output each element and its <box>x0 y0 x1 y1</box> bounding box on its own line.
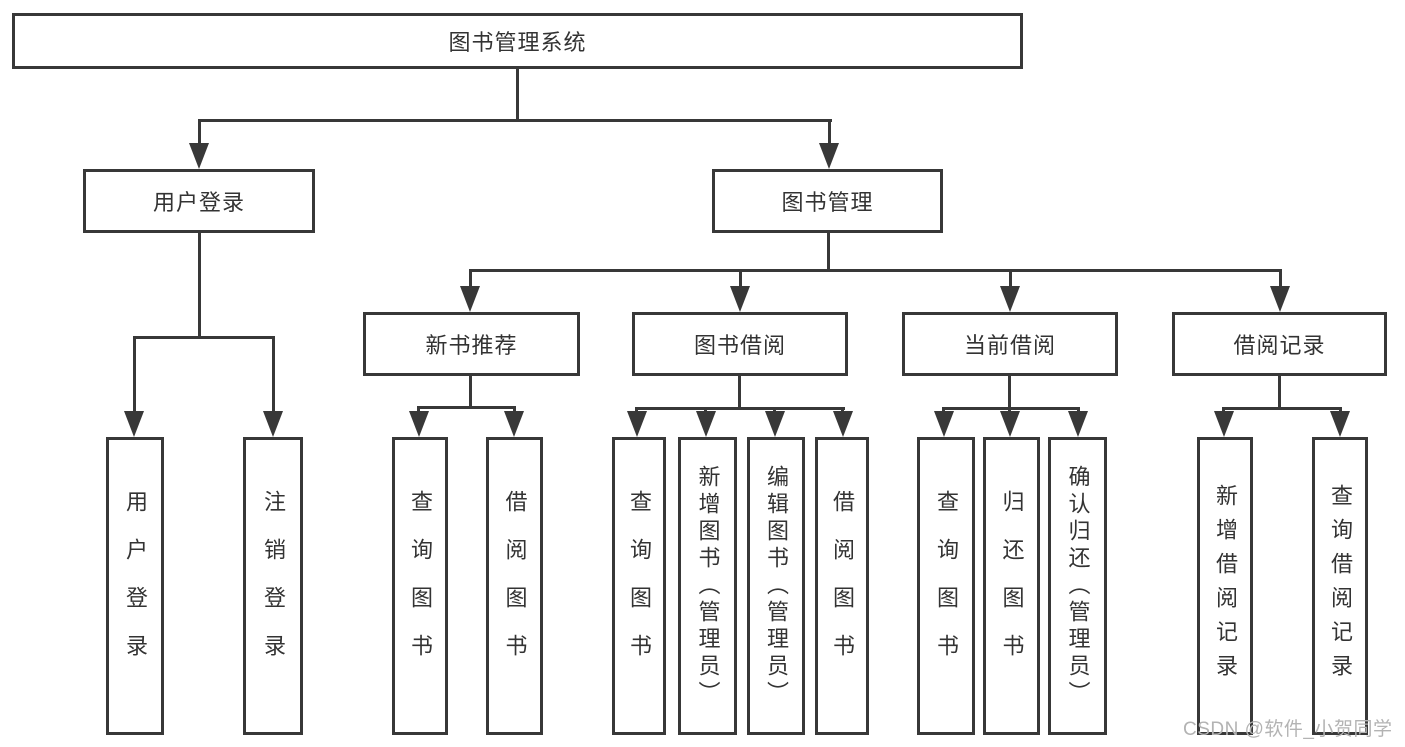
arrowhead-down <box>730 286 750 312</box>
leaf-label: 查询图书 <box>408 490 433 682</box>
arrowhead-down <box>819 143 839 169</box>
node-system-root: 图书管理系统 <box>12 13 1023 69</box>
connector-line <box>469 269 1282 272</box>
arrowhead-down <box>263 411 283 437</box>
connector-line <box>417 406 420 415</box>
connector-line <box>272 336 275 413</box>
arrowhead-down <box>1068 411 1088 437</box>
connector-line <box>828 119 831 149</box>
arrowhead-down <box>696 411 716 437</box>
leaf-label: 新增借阅记录 <box>1213 484 1238 688</box>
connector-line <box>1278 376 1281 410</box>
leaf-query-books-current: 查询图书 <box>917 437 975 735</box>
leaf-query-books-recommend: 查询图书 <box>392 437 448 735</box>
leaf-label: 新增图书（管理员） <box>695 464 721 708</box>
arrowhead-down <box>189 143 209 169</box>
leaf-query-borrow-record: 查询借阅记录 <box>1312 437 1368 735</box>
node-book-borrowing: 图书借阅 <box>632 312 848 376</box>
connector-line <box>133 336 275 339</box>
connector-line <box>739 269 742 289</box>
leaf-label: 借阅图书 <box>502 490 528 682</box>
leaf-return-books: 归还图书 <box>983 437 1040 735</box>
leaf-borrow-books-borrow: 借阅图书 <box>815 437 869 735</box>
node-borrowing-records: 借阅记录 <box>1172 312 1387 376</box>
leaf-add-borrow-record: 新增借阅记录 <box>1197 437 1253 735</box>
leaf-add-books-admin: 新增图书（管理员） <box>678 437 737 735</box>
node-book-management: 图书管理 <box>712 169 943 233</box>
arrowhead-down <box>1000 286 1020 312</box>
leaf-label: 用户登录 <box>123 490 148 682</box>
connector-line <box>1008 376 1011 410</box>
leaf-edit-books-admin: 编辑图书（管理员） <box>747 437 805 735</box>
arrowhead-down <box>409 411 429 437</box>
connector-line <box>133 336 136 413</box>
arrowhead-down <box>833 411 853 437</box>
node-user-login: 用户登录 <box>83 169 315 233</box>
connector-line <box>198 119 832 122</box>
leaf-label: 确认归还（管理员） <box>1065 464 1091 708</box>
arrowhead-down <box>1214 411 1234 437</box>
connector-line <box>635 407 845 410</box>
node-new-book-recommendation: 新书推荐 <box>363 312 580 376</box>
arrowhead-down <box>1000 411 1020 437</box>
connector-line <box>198 119 201 149</box>
leaf-label: 归还图书 <box>999 490 1025 682</box>
connector-line <box>198 233 201 336</box>
node-current-borrowing: 当前借阅 <box>902 312 1118 376</box>
leaf-label: 查询图书 <box>934 490 959 682</box>
arrowhead-down <box>627 411 647 437</box>
leaf-confirm-return-admin: 确认归还（管理员） <box>1048 437 1107 735</box>
leaf-logout-login: 注销登录 <box>243 437 303 735</box>
arrowhead-down <box>504 411 524 437</box>
connector-line <box>827 233 830 272</box>
leaf-borrow-books-recommend: 借阅图书 <box>486 437 543 735</box>
arrowhead-down <box>1330 411 1350 437</box>
connector-line <box>942 407 1080 410</box>
arrowhead-down <box>1270 286 1290 312</box>
connector-line <box>738 376 741 410</box>
leaf-label: 查询借阅记录 <box>1328 484 1353 688</box>
watermark: CSDN @软件_小贺同学 <box>1183 719 1393 740</box>
connector-line <box>1009 269 1012 289</box>
leaf-user-login: 用户登录 <box>106 437 164 735</box>
arrowhead-down <box>460 286 480 312</box>
connector-line <box>469 376 472 409</box>
arrowhead-down <box>934 411 954 437</box>
leaf-query-books-borrow: 查询图书 <box>612 437 666 735</box>
arrowhead-down <box>765 411 785 437</box>
leaf-label: 借阅图书 <box>830 490 855 682</box>
connector-line <box>516 69 519 119</box>
connector-line <box>469 269 472 289</box>
connector-line <box>417 406 516 409</box>
connector-line <box>1222 407 1342 410</box>
leaf-label: 编辑图书（管理员） <box>764 464 789 708</box>
arrowhead-down <box>124 411 144 437</box>
leaf-label: 注销登录 <box>261 490 286 682</box>
leaf-label: 查询图书 <box>627 490 652 682</box>
connector-line <box>513 406 516 415</box>
connector-line <box>1279 269 1282 289</box>
